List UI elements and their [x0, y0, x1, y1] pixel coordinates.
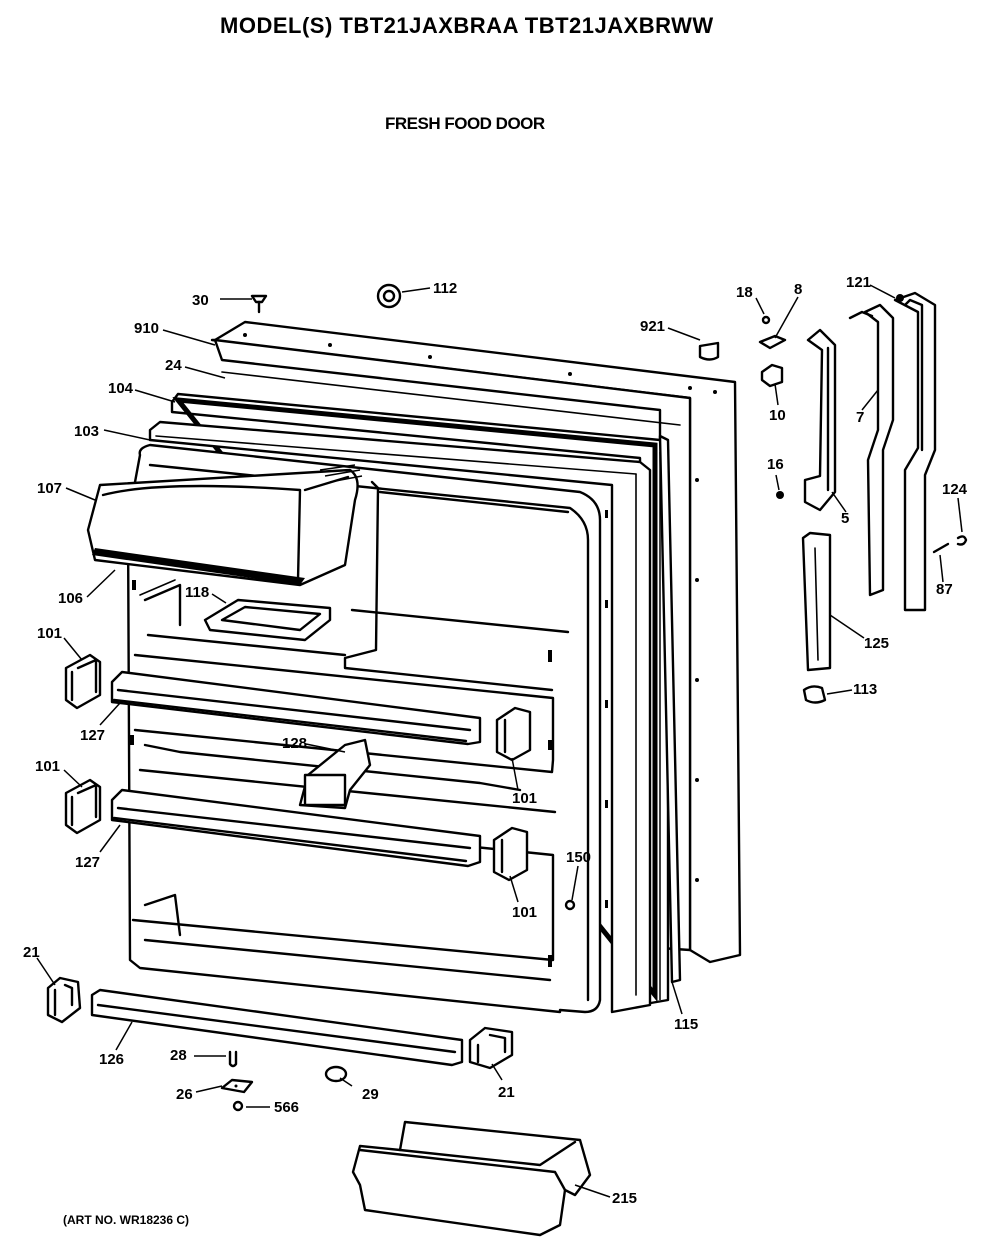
egg-tray [203, 598, 332, 642]
shelf-bracket-d [492, 826, 529, 882]
art-number: (ART NO. WR18236 C) [63, 1213, 189, 1227]
callout-215: 215 [612, 1190, 637, 1207]
callout-128: 128 [282, 735, 307, 752]
callout-10: 10 [769, 407, 786, 424]
callout-101-c: 101 [35, 758, 60, 775]
screw-30 [250, 294, 268, 314]
plug-29 [324, 1065, 348, 1083]
leader-lines [36, 284, 963, 1198]
screw-566 [232, 1100, 244, 1112]
callout-30: 30 [192, 292, 209, 309]
callout-21-b: 21 [498, 1084, 515, 1101]
callout-124: 124 [942, 481, 968, 498]
callout-125: 125 [864, 635, 889, 652]
callout-910: 910 [134, 320, 159, 337]
door-shelf-upper [110, 670, 482, 746]
callout-101-d: 101 [512, 904, 537, 921]
trim-125 [801, 531, 832, 672]
callout-21-a: 21 [23, 944, 40, 961]
screw-18 [761, 315, 771, 325]
screw-150 [564, 899, 576, 911]
breaker-strip [658, 434, 682, 984]
callout-921: 921 [640, 318, 665, 335]
callout-28: 28 [170, 1047, 187, 1064]
callout-29: 29 [362, 1086, 379, 1103]
model-title: MODEL(S) TBT21JAXBRAA TBT21JAXBRWW [220, 13, 714, 38]
callout-labels: 30 112 910 24 104 103 107 106 118 101 12… [23, 274, 968, 1207]
callout-87: 87 [936, 581, 953, 598]
hinge-pin-8 [758, 334, 787, 350]
retainer-26 [220, 1078, 254, 1094]
callout-106: 106 [58, 590, 83, 607]
door-liner-frame [148, 420, 652, 1014]
callout-8: 8 [794, 281, 802, 298]
screw-124 [956, 535, 968, 546]
bottle-divider [298, 738, 372, 810]
callout-16: 16 [767, 456, 784, 473]
callout-7: 7 [856, 409, 864, 426]
callout-127-b: 127 [75, 854, 100, 871]
shelf-bracket-c [495, 706, 532, 762]
callout-26: 26 [176, 1086, 193, 1103]
callout-107: 107 [37, 480, 62, 497]
callout-24: 24 [165, 357, 182, 374]
callout-113: 113 [853, 681, 877, 698]
callout-127-a: 127 [80, 727, 105, 744]
callout-566: 566 [274, 1099, 299, 1116]
callout-101-a: 101 [37, 625, 62, 642]
hinge-bracket-5 [803, 328, 837, 512]
callout-18: 18 [736, 284, 753, 301]
plug-113 [802, 685, 827, 704]
section-title: FRESH FOOD DOOR [385, 114, 545, 133]
shelf-bracket-a [64, 653, 102, 710]
callout-112: 112 [433, 280, 457, 297]
dairy-compartment-door [86, 464, 363, 587]
callout-126: 126 [99, 1051, 124, 1068]
callout-103: 103 [74, 423, 99, 440]
callout-121: 121 [846, 274, 871, 291]
callout-118: 118 [185, 584, 209, 601]
bottom-trim [90, 988, 464, 1067]
callout-101-b: 101 [512, 790, 537, 807]
hinge-cap-921 [698, 341, 720, 361]
shelf-bracket-b [64, 778, 102, 835]
screw-16 [776, 491, 784, 499]
callout-150: 150 [566, 849, 591, 866]
door-bin [351, 1120, 592, 1237]
handle-7 [848, 303, 895, 597]
end-cap-right [468, 1026, 514, 1070]
callout-115: 115 [674, 1016, 698, 1033]
callout-104: 104 [108, 380, 134, 397]
screw-87 [932, 542, 950, 554]
clip-28 [228, 1050, 238, 1068]
end-cap-left [46, 976, 82, 1024]
handle-121 [893, 291, 937, 612]
door-shelf-lower [110, 788, 482, 868]
bushing-10 [760, 363, 784, 388]
button-plug-112 [376, 283, 402, 309]
callout-5: 5 [841, 510, 849, 527]
